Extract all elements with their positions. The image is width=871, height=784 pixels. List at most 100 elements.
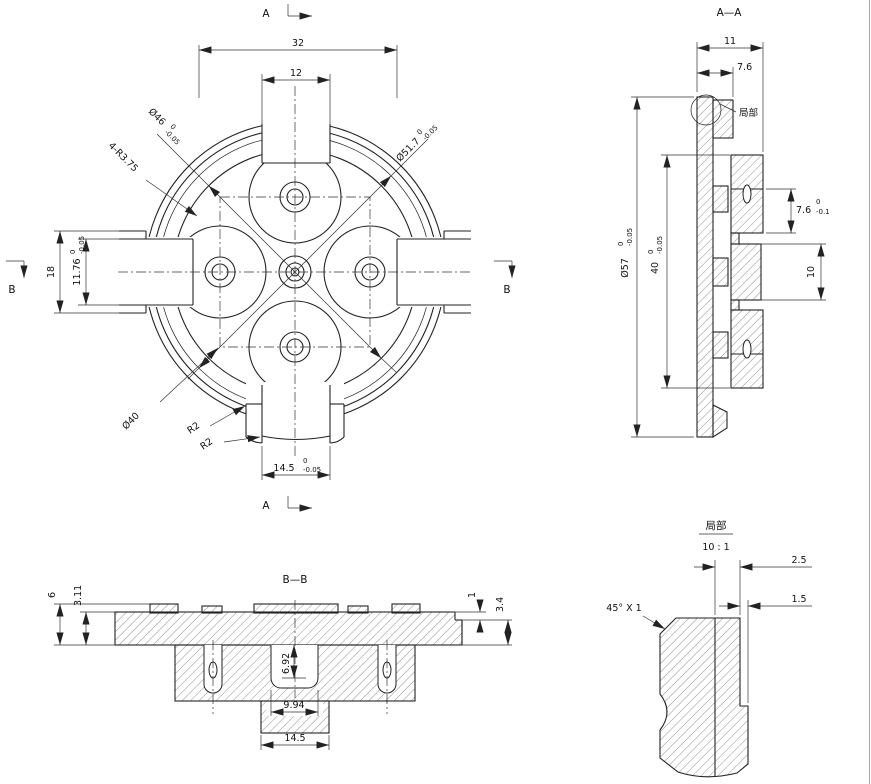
dim-9-94: 9.94: [266, 690, 323, 716]
detail-callout-circle: [690, 94, 722, 126]
section-marker-a-top: A: [262, 4, 312, 20]
dim-dia57: Ø57 0 -0.05: [617, 96, 694, 438]
bb-bump-2: [201, 605, 223, 614]
dim-2-5: 2.5: [694, 555, 812, 571]
marker-a-bottom-label: A: [262, 500, 270, 512]
radius-note-lower: R2: [198, 436, 215, 452]
aa-tooth-2: [712, 257, 729, 287]
detail-scale: 10 : 1: [702, 542, 729, 553]
bb-bump-3: [253, 603, 339, 614]
dim-11: 11: [696, 36, 764, 152]
dim-11-76: 11.76 0 -0.05: [69, 236, 119, 306]
bb-plate: [114, 611, 463, 646]
dia40-label: Ø40: [120, 410, 142, 432]
dim-18-label: 18: [46, 266, 57, 278]
dia51-tol-hi: 0: [416, 128, 425, 137]
chamfer-label: 45° X 1: [606, 603, 641, 614]
bb-bump-5: [391, 603, 421, 614]
bb-bump-1: [149, 603, 179, 614]
aa-tooth-1: [712, 185, 729, 213]
dim-1176-tol-hi: 0: [69, 250, 77, 254]
detail-view: 局部 10 : 1 2.5 1.5 45° X 1: [606, 519, 812, 778]
dim-10: 10: [761, 243, 826, 301]
aa-hole-bottom: [742, 339, 752, 359]
aa-tooth-3: [712, 331, 729, 359]
front-view: Ø46 0 -0.05 Ø51.7 0 -0.05 4-R3.75 Ø40 R2…: [6, 4, 516, 512]
section-marker-b-left: B: [6, 260, 28, 296]
section-marker-b-right: B: [494, 260, 516, 296]
dim-6-label: 6: [47, 592, 58, 598]
dim-145-tol-lo: -0.05: [303, 466, 321, 474]
section-marker-a-bottom: A: [262, 496, 312, 512]
dim-76-step-tol-hi: 0: [816, 198, 820, 206]
dim-76-step-label: 7.6: [796, 205, 811, 216]
bolt-circle-square: [219, 196, 371, 348]
aa-bottom-foot: [712, 404, 728, 439]
dim-11-label: 11: [724, 36, 736, 47]
right-notch: [396, 230, 471, 314]
dim-34-label: 3.4: [495, 597, 506, 612]
dim-15-label: 1.5: [791, 594, 806, 605]
dim-40: 40 0 -0.05: [647, 154, 730, 389]
aa-hub: [730, 243, 762, 301]
dim-40-tol-lo: -0.05: [656, 236, 664, 254]
dia57-tol-hi: 0: [617, 242, 625, 246]
dia46-tol-lo: -0.05: [163, 128, 181, 146]
aa-top-flange: [712, 99, 734, 139]
marker-b-left-label: B: [8, 284, 15, 296]
dim-6-92: 6.92: [281, 645, 306, 679]
dim-994-label: 9.94: [283, 700, 304, 711]
detail-callout-label: 局部: [739, 107, 758, 119]
dim-692-label: 6.92: [281, 653, 292, 674]
dim-1176-tol-lo: -0.05: [78, 236, 86, 254]
fillet-label: 4-R3.75: [106, 140, 140, 174]
dim-3-4: 3.4: [462, 597, 512, 646]
dim-311-label: 3.11: [73, 585, 84, 606]
diameter-leaders: [145, 133, 429, 443]
bb-bump-4: [347, 605, 369, 614]
dim-12-label: 12: [290, 68, 302, 79]
dim-1-5: 1.5: [719, 594, 812, 610]
detail-title: 局部: [706, 519, 727, 532]
aa-strip-2: [730, 299, 740, 311]
dia51-tol-lo: -0.05: [421, 124, 439, 142]
dim-12: 12: [262, 68, 330, 84]
dim-1-label: 1: [467, 592, 478, 598]
dim-1176-label: 11.76: [72, 258, 83, 285]
dim-14-5-bb: 14.5: [260, 733, 330, 750]
dim-dia46: Ø46 0 -0.05: [146, 106, 181, 146]
r2-lower-label: R2: [198, 436, 215, 452]
dim-76-label: 7.6: [737, 62, 752, 73]
section-aa-title: A—A: [717, 7, 743, 19]
dim-76-step-tol-lo: -0.1: [816, 208, 830, 216]
dia46-tol-hi: 0: [169, 123, 178, 132]
r2-upper-label: R2: [185, 420, 202, 436]
chamfer-note: 45° X 1: [606, 603, 666, 630]
dia46-label: Ø46: [146, 106, 168, 128]
marker-b-right-label: B: [503, 284, 510, 296]
marker-a-top-label: A: [262, 8, 270, 20]
bb-center-pocket: [270, 645, 319, 689]
dim-10-label: 10: [806, 266, 817, 278]
dim-145-tol-hi: 0: [303, 457, 307, 465]
fillet-note: 4-R3.75: [106, 140, 140, 174]
dim-18: 18: [46, 230, 119, 314]
dim-3-11: 3.11: [73, 585, 115, 645]
section-bb-title: B—B: [283, 574, 308, 586]
dim-7-6: 7.6: [697, 62, 752, 97]
dim-40-label: 40: [650, 262, 661, 274]
dim-dia40: Ø40: [120, 410, 142, 432]
top-notch: [261, 74, 331, 164]
dim-1: 1: [448, 592, 512, 633]
dim-40-tol-hi: 0: [647, 250, 655, 254]
dia57-tol-lo: -0.05: [626, 228, 634, 246]
dia51-label: Ø51.7: [394, 136, 422, 164]
dia57-label: Ø57: [620, 258, 631, 278]
dim-6: 6: [47, 592, 150, 646]
dim-145-bb-label: 14.5: [284, 733, 305, 744]
aa-strip-1: [730, 232, 740, 245]
dim-32: 32: [198, 38, 398, 98]
bottom-notch: [245, 385, 345, 444]
dim-dia51-7: Ø51.7 0 -0.05: [394, 124, 439, 164]
